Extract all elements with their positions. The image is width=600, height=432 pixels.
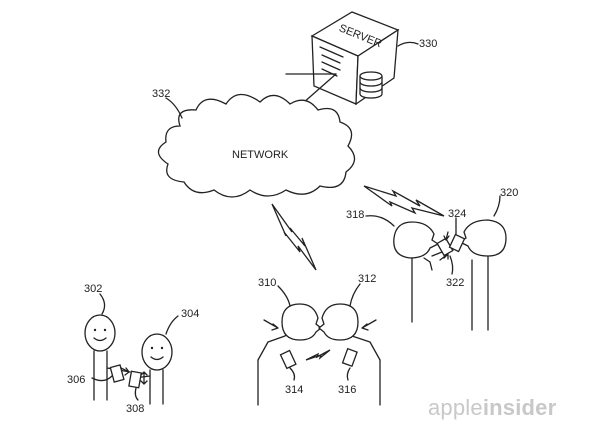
device-314 xyxy=(281,351,296,369)
person-pair-302-304: 302 304 306 308 xyxy=(67,283,199,415)
network-cloud: NETWORK 332 xyxy=(152,88,355,197)
ref-318: 318 xyxy=(346,209,364,221)
ref-304: 304 xyxy=(181,308,199,320)
server: SERVER 330 xyxy=(312,12,437,104)
lightning-bolt-icon xyxy=(272,204,316,270)
device-316 xyxy=(343,349,358,367)
ref-310: 310 xyxy=(258,277,276,289)
svg-text:appleinsider: appleinsider xyxy=(428,395,557,420)
ref-302: 302 xyxy=(84,283,102,295)
ref-308: 308 xyxy=(126,403,144,415)
device-306 xyxy=(110,365,124,382)
watermark-apple: apple xyxy=(428,395,483,420)
person-pair-310-312: 310 312 314 316 xyxy=(258,273,380,405)
appleinsider-watermark: appleinsider xyxy=(428,395,557,420)
ref-320: 320 xyxy=(500,187,518,199)
network-label: NETWORK xyxy=(232,149,289,161)
ref-322: 322 xyxy=(446,277,464,289)
ref-314: 314 xyxy=(285,384,303,396)
ref-306: 306 xyxy=(67,374,85,386)
lightning-bolt-icon xyxy=(364,186,444,216)
device-324 xyxy=(450,235,465,252)
ref-332: 332 xyxy=(152,88,170,100)
person-pair-318-320: 318 320 322 324 xyxy=(346,187,518,330)
watermark-insider: insider xyxy=(483,395,557,420)
ref-324: 324 xyxy=(448,208,466,220)
ref-316: 316 xyxy=(338,384,356,396)
database-icon xyxy=(360,72,382,98)
ref-330: 330 xyxy=(419,38,437,50)
device-308 xyxy=(129,371,141,388)
ref-312: 312 xyxy=(358,273,376,285)
